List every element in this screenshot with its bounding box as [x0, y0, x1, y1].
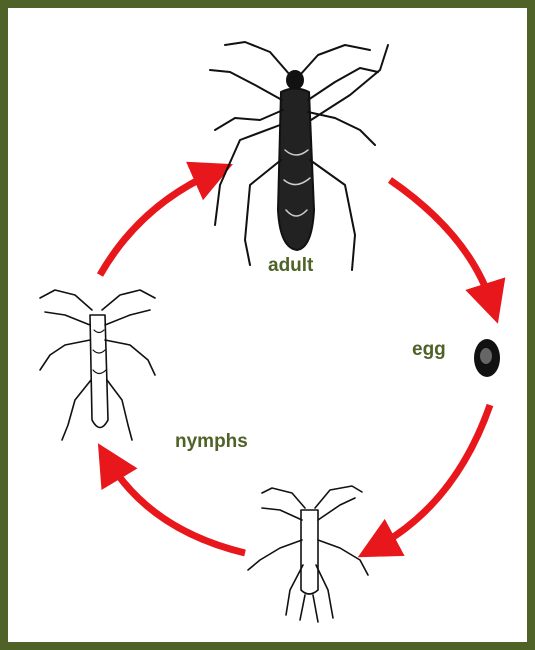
nymphs-label: nymphs	[175, 432, 248, 451]
adult-label: adult	[268, 256, 313, 275]
small-nymph-icon	[248, 486, 368, 622]
large-nymph-icon	[40, 290, 155, 440]
egg-label: egg	[412, 340, 446, 359]
arrow-small-nymph-to-large-nymph	[108, 460, 245, 553]
arrow-adult-to-egg	[390, 180, 492, 305]
arrow-egg-to-small-nymph	[375, 405, 490, 548]
egg-icon	[474, 339, 500, 377]
arrow-large-nymph-to-adult	[100, 172, 215, 275]
adult-water-strider-icon	[210, 42, 388, 270]
